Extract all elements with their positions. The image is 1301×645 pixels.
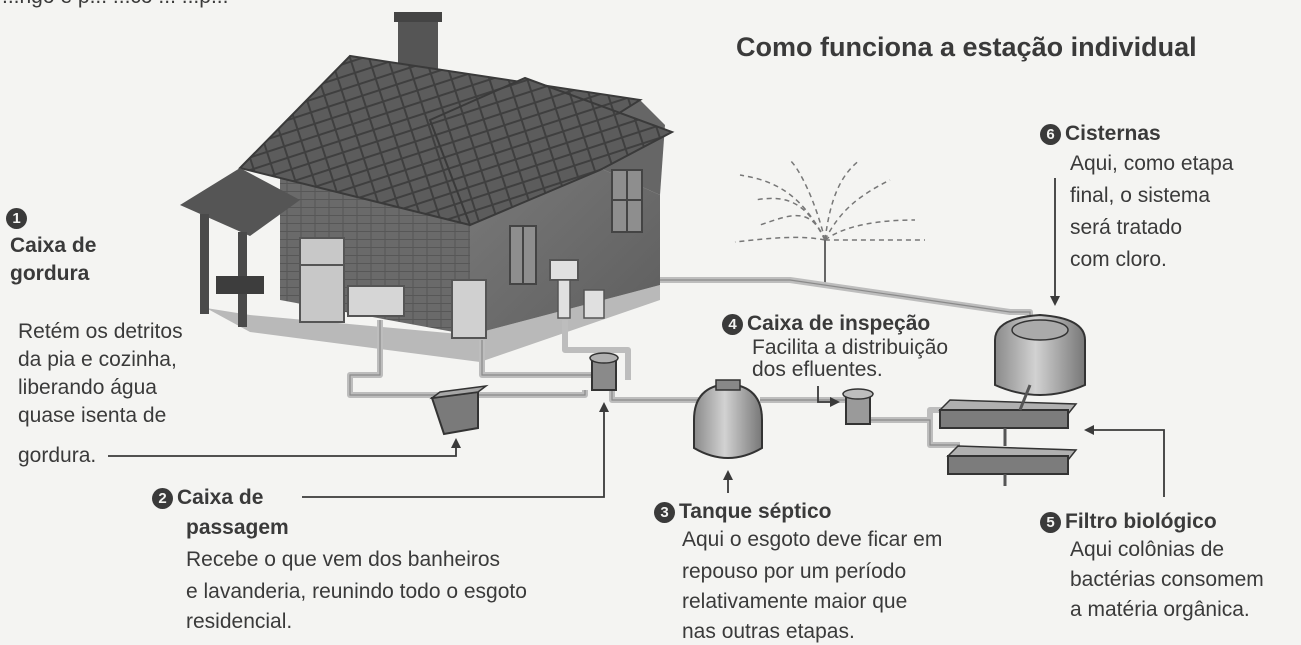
inspection-box [842,388,874,425]
step-6-desc-line: será tratado [1070,216,1183,239]
step-1-desc-line: gordura. [18,444,97,467]
step-2-desc-line: e lavanderia, reunindo todo o esgoto [186,580,527,603]
garden-sprinkler [734,159,925,243]
step-3-number: 3 [654,502,675,523]
septic-tank [693,379,763,459]
step-4-desc-line: Facilita a distribuição [752,336,949,359]
step-5-desc-line: bactérias consomem [1070,568,1264,591]
step-1-desc-line: quase isenta de [18,404,167,427]
step-1-title-line2: gordura [10,262,90,285]
step-5-desc-line: a matéria orgânica. [1070,598,1250,621]
step-4-number: 4 [722,314,743,335]
step-1-desc-line: da pia e cozinha, [18,348,177,371]
step-2-title-line2: passagem [186,516,289,539]
toilet [583,289,605,319]
kitchen-sink [347,285,405,317]
step-2-number: 2 [152,488,173,509]
house [180,12,675,362]
cistern [994,313,1086,411]
house-floor-slab [206,285,660,362]
refrigerator [299,237,345,323]
step-4-title: Caixa de inspeção [747,312,931,335]
top-text-fragment: ...ngo e p... ...co ... ...p... [2,0,228,10]
step-6-desc-line: final, o sistema [1070,184,1211,207]
step-6-desc-line: Aqui, como etapa [1070,152,1234,175]
step-3-title: Tanque séptico [679,500,832,523]
step-2-desc-line: Recebe o que vem dos banheiros [186,548,501,571]
grease-box [429,384,489,436]
house-roof-gable [428,76,675,227]
bathroom-sink [549,259,579,281]
step-2-desc-line: residencial. [186,610,293,633]
step-3-desc-line: nas outras etapas. [682,620,855,643]
page-title: Como funciona a estação individual [736,32,1197,62]
step-1-desc-line: Retém os detritos [18,320,183,343]
step-5-desc-line: Aqui colônias de [1070,538,1225,561]
step-1-desc-line: liberando água [18,376,157,399]
step-6-number: 6 [1040,124,1061,145]
passage-box [589,352,619,391]
step-6-desc-line: com cloro. [1070,248,1167,271]
step-5-number: 5 [1040,512,1061,533]
step-3-desc-line: Aqui o esgoto deve ficar em [682,528,943,551]
step-1-number: 1 [6,208,27,229]
step-5-title: Filtro biológico [1065,510,1217,533]
step-3-desc-line: relativamente maior que [682,590,908,613]
step-6-title: Cisternas [1065,122,1161,145]
biological-filters [938,399,1078,486]
step-1-title-line1: Caixa de [10,234,97,257]
step-3-desc-line: repouso por um período [682,560,907,583]
step-4-desc-line: dos efluentes. [752,358,883,381]
washing-machine [451,279,487,339]
step-2-title-line1: Caixa de [177,486,264,509]
